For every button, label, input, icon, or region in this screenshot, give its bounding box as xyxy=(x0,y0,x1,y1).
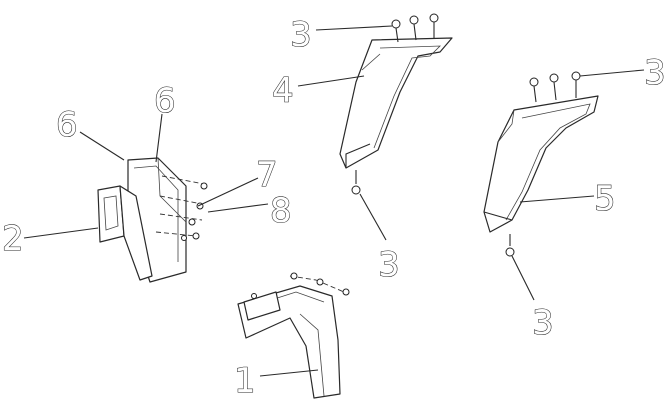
part-4-cover-shell xyxy=(339,13,453,195)
part-5-top-screws xyxy=(529,71,581,103)
callout-6-right: 6 xyxy=(154,81,176,121)
part-4-top-screws xyxy=(391,13,439,43)
callout-6-left: 6 xyxy=(56,105,78,145)
callout-4: 4 xyxy=(272,71,294,111)
callout-3-mid: 3 xyxy=(378,245,400,285)
part-5-bottom-screw xyxy=(505,234,515,257)
callout-3-top-right: 3 xyxy=(644,53,666,93)
callout-7: 7 xyxy=(256,155,278,195)
part-4-bottom-screw xyxy=(351,170,361,195)
callout-3-top-left: 3 xyxy=(290,15,312,55)
callout-3-bottom: 3 xyxy=(532,303,554,343)
callout-5: 5 xyxy=(594,179,616,219)
callout-2: 2 xyxy=(2,219,24,259)
callout-8: 8 xyxy=(270,191,292,231)
callout-labels: 1 2 3 3 3 3 4 5 6 6 7 8 xyxy=(1,14,666,401)
part-2-bracket-assembly xyxy=(97,157,208,283)
leader-lines xyxy=(23,25,645,377)
callout-1: 1 xyxy=(234,361,256,401)
part-5-cover-shell xyxy=(483,71,599,257)
